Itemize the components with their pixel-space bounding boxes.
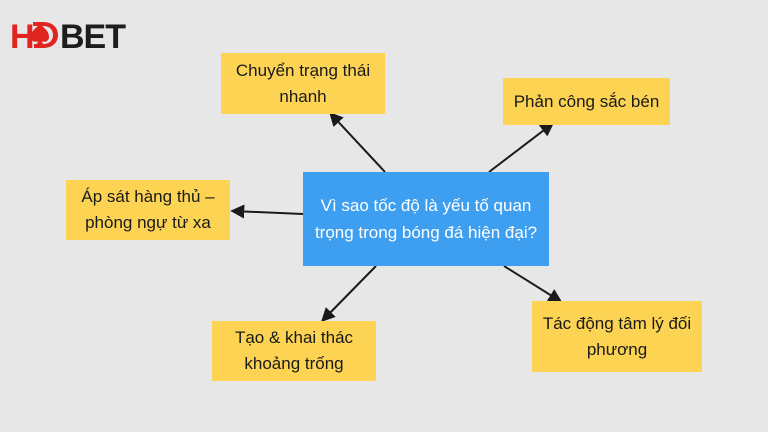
node-bottom-right: Tác động tâm lý đối phương — [532, 301, 702, 372]
node-top-right-label: Phản công sắc bén — [513, 91, 660, 111]
node-bottom-left-label: Tạo & khai thác khoảng trống — [234, 328, 354, 373]
hdbet-logo: H BET — [10, 18, 127, 56]
svg-text:H: H — [10, 18, 34, 56]
node-top-right: Phản công sắc bén — [503, 78, 670, 125]
node-left: Áp sát hàng thủ – phòng ngự từ xa — [66, 180, 230, 240]
node-bottom-left: Tạo & khai thác khoảng trống — [212, 321, 376, 381]
node-bottom-right-label: Tác động tâm lý đối phương — [542, 313, 692, 359]
arrow-to-top-right — [488, 122, 555, 173]
spade-icon — [31, 24, 49, 47]
arrow-to-bottom-right — [503, 265, 563, 303]
arrow-to-bottom-left — [321, 265, 377, 322]
center-question-node: Vì sao tốc độ là yếu tố quan trọng trong… — [303, 172, 549, 266]
node-top-label: Chuyển trạng thái nhanh — [235, 60, 371, 106]
svg-text:BET: BET — [60, 18, 126, 56]
node-top: Chuyển trạng thái nhanh — [221, 53, 385, 114]
center-question-label: Vì sao tốc độ là yếu tố quan trọng trong… — [314, 196, 538, 242]
arrow-to-left — [230, 204, 304, 219]
arrow-to-top — [329, 111, 386, 173]
node-left-label: Áp sát hàng thủ – phòng ngự từ xa — [81, 187, 215, 232]
